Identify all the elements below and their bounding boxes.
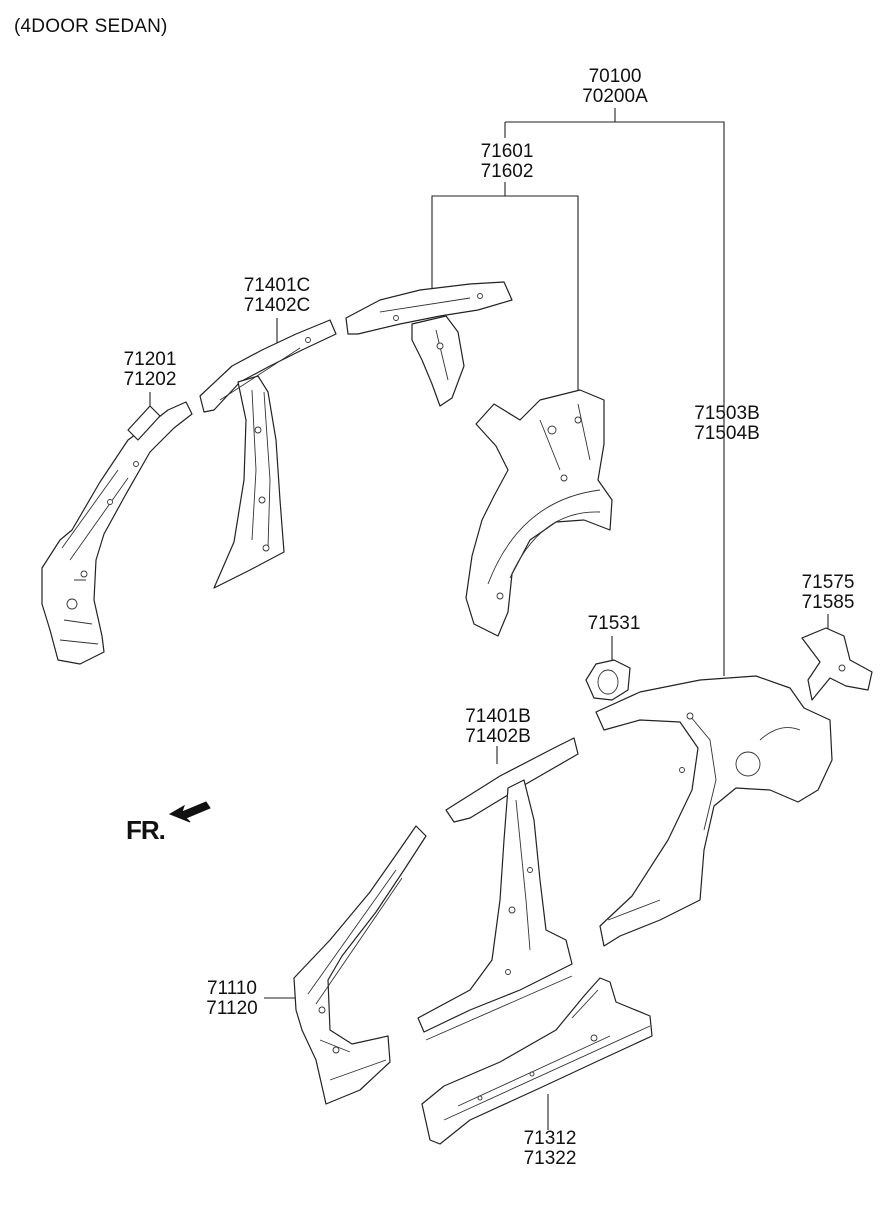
rear-wheelhouse-inner xyxy=(465,389,613,637)
callout-71401b: 71401B 71402B xyxy=(456,707,540,747)
sill-outer-panel xyxy=(421,977,653,1145)
front-roof-rail-inner xyxy=(41,401,193,665)
callout-70100: 70100 70200A xyxy=(578,67,652,107)
part-number: 71401B xyxy=(465,706,531,727)
part-number: 71402C xyxy=(243,295,311,316)
tail-bracket xyxy=(801,627,873,701)
front-pillar-outer xyxy=(293,825,427,1105)
part-number: 71602 xyxy=(480,161,534,182)
part-number: 71585 xyxy=(801,592,855,613)
part-number: 71202 xyxy=(123,369,177,390)
part-number: 71601 xyxy=(480,141,534,162)
callout-71110: 71110 71120 xyxy=(196,979,268,1019)
quarter-outer-panel xyxy=(595,675,833,947)
part-number: 71120 xyxy=(206,998,258,1019)
part-number: 70100 xyxy=(588,66,642,87)
part-number: 71531 xyxy=(587,613,641,634)
part-number: 70200A xyxy=(582,86,648,107)
part-number: 71401C xyxy=(243,275,311,296)
fuel-door-housing xyxy=(585,659,631,701)
part-number: 71201 xyxy=(123,349,177,370)
front-direction-arrow-icon xyxy=(168,801,211,823)
part-number: 71503B xyxy=(694,403,760,424)
diagram-caption: (4DOOR SEDAN) xyxy=(14,16,168,37)
part-number: 71110 xyxy=(206,978,257,999)
part-number: 71504B xyxy=(694,423,760,444)
part-number: 71402B xyxy=(465,726,531,747)
center-pillar-inner xyxy=(199,319,337,589)
callout-71601: 71601 71602 xyxy=(472,142,542,182)
part-number: 71312 xyxy=(523,1128,577,1149)
center-pillar-outer xyxy=(417,737,579,1041)
callout-71401c: 71401C 71402C xyxy=(236,276,318,316)
leader-line xyxy=(505,121,725,676)
part-number: 71322 xyxy=(523,1148,577,1169)
part-number: 71575 xyxy=(801,572,855,593)
leader-line xyxy=(431,195,579,392)
front-direction-label: FR. xyxy=(126,815,166,845)
callout-71575: 71575 71585 xyxy=(792,573,864,613)
callout-71531: 71531 xyxy=(578,614,650,634)
callout-71312: 71312 71322 xyxy=(514,1129,586,1169)
callout-71201: 71201 71202 xyxy=(114,350,186,390)
rear-roof-rail-inner xyxy=(345,281,513,407)
callout-71503b: 71503B 71504B xyxy=(684,404,770,444)
